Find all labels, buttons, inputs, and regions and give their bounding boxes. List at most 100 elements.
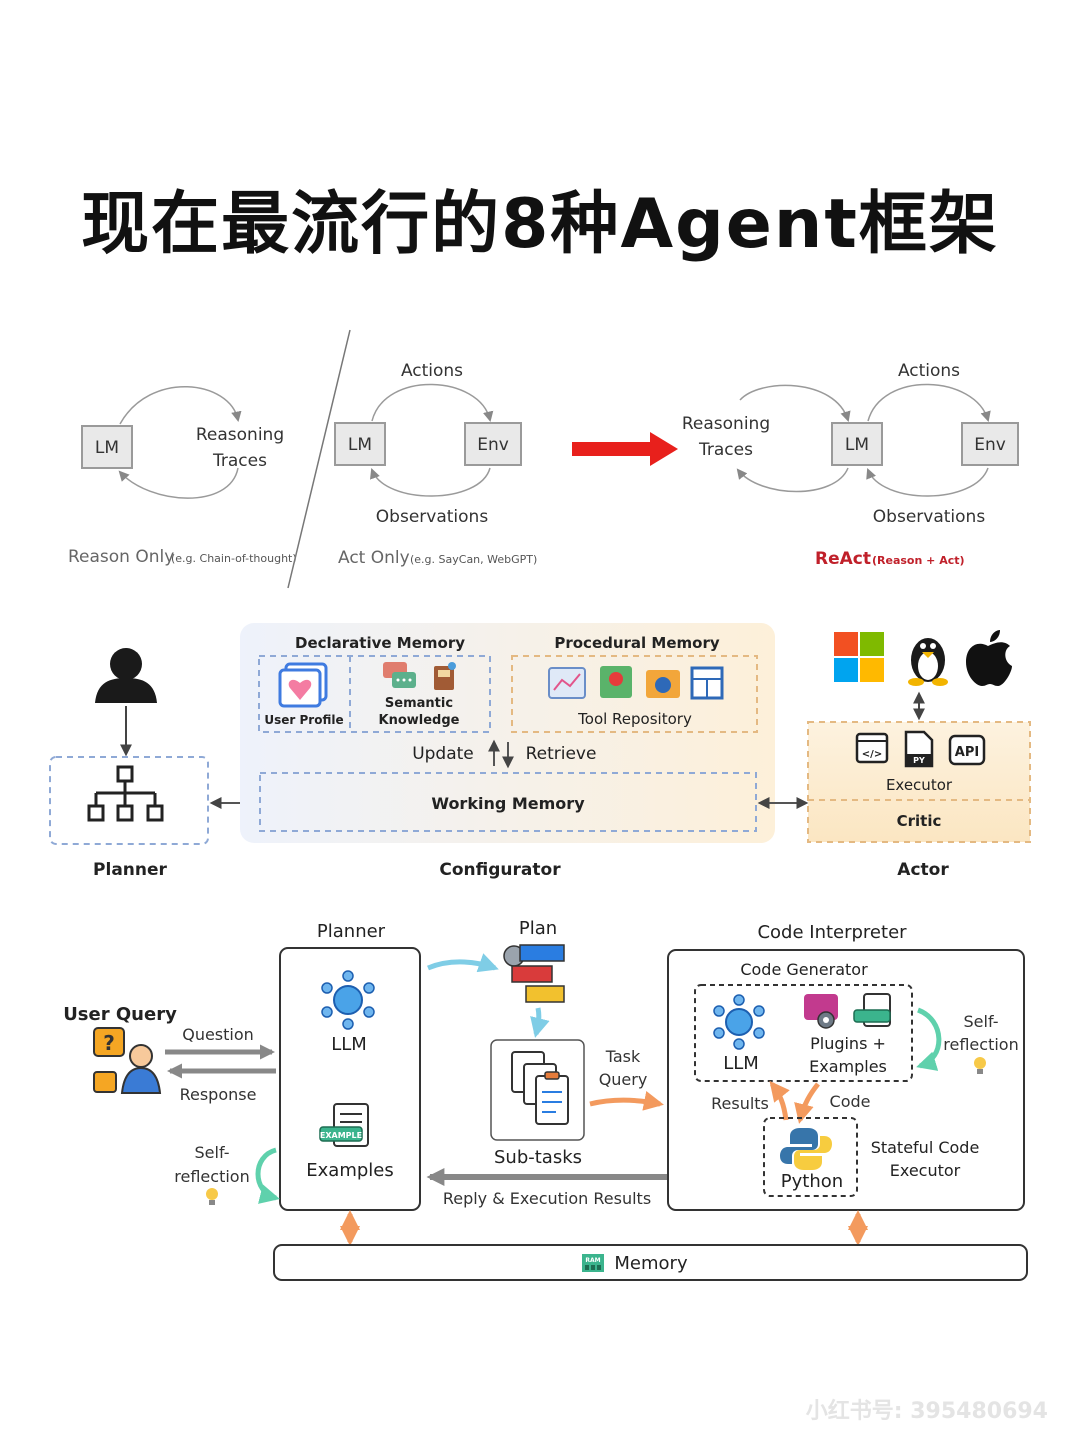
stateful-code-label: Stateful Code (871, 1138, 980, 1157)
examples-label: Examples (809, 1057, 887, 1076)
plugins-label: Plugins + (810, 1034, 886, 1053)
llm-label: LLM (723, 1053, 759, 1074)
act-only-diagram: Actions LM Env Observations Act Only (e.… (334, 361, 537, 568)
act-only-example: (e.g. SayCan, WebGPT) (410, 553, 537, 566)
llm-label: LLM (331, 1034, 367, 1055)
reflection-label: reflection (174, 1167, 249, 1186)
configurator-box (240, 623, 775, 843)
env-label: Env (974, 435, 1006, 455)
lm-label: LM (348, 435, 372, 455)
code-label: Code (830, 1092, 871, 1111)
lm-label: LM (845, 435, 869, 455)
code-generator-box (694, 984, 913, 1082)
tool-repository-label: Tool Repository (577, 710, 692, 728)
lm-box (831, 422, 883, 466)
heart-cards-icon (278, 662, 328, 708)
llm-network-icon (321, 970, 375, 1030)
py-badge: PY (913, 756, 925, 765)
svg-text:</>: </> (862, 749, 882, 760)
executor-label: Executor (886, 776, 953, 794)
critic-label: Critic (897, 812, 942, 830)
watermark: 小红书号: 395480694 (805, 1399, 1048, 1424)
response-label: Response (180, 1085, 257, 1104)
examples-label: Examples (306, 1160, 393, 1181)
working-memory-label: Working Memory (431, 794, 585, 813)
retrieve-label: Retrieve (526, 744, 597, 764)
code-window-icon: </> (855, 732, 889, 764)
ram-badge: RAM (585, 1257, 600, 1264)
ram-chip-icon: RAM (582, 1254, 604, 1272)
env-box (961, 422, 1019, 466)
python-file-icon: PY (904, 730, 934, 768)
plan-steps-icon (503, 944, 565, 1003)
results-label: Results (711, 1094, 769, 1113)
linux-icon (908, 638, 948, 686)
book-icon (434, 662, 456, 690)
example-doc-icon: EXAMPLE (319, 1103, 369, 1147)
task-label: Task (605, 1047, 641, 1066)
user-query-title: User Query (63, 1004, 177, 1025)
actions-label: Actions (401, 361, 463, 381)
planner-box (49, 756, 209, 845)
self-label: Self- (964, 1012, 999, 1031)
actions-label: Actions (898, 361, 960, 381)
declarative-memory-box (258, 655, 491, 733)
knowledge-label: Knowledge (379, 713, 460, 728)
plan-title: Plan (519, 918, 557, 939)
code-interpreter-diagram: User Query ? Question Response Planner L… (63, 918, 1028, 1281)
python-box (763, 1117, 858, 1197)
user-question-icon: ? (93, 1027, 162, 1094)
code-interpreter-title: Code Interpreter (757, 922, 907, 943)
hierarchy-icon (87, 765, 164, 822)
procedural-memory-box (511, 655, 758, 733)
lightbulb-icon (974, 1057, 986, 1074)
question-label: Question (182, 1025, 254, 1044)
api-label: API (955, 745, 979, 760)
env-box (464, 422, 522, 466)
page-title: 现在最流行的8种Agent框架 (81, 185, 999, 264)
subtasks-label: Sub-tasks (494, 1147, 582, 1168)
react-diagram: Actions Reasoning Traces LM Env Observat… (682, 361, 1019, 569)
divider (287, 329, 351, 589)
lm-label: LM (95, 438, 119, 458)
update-label: Update (412, 744, 474, 764)
react-caption: ReAct (815, 549, 871, 569)
python-label: Python (781, 1171, 843, 1192)
red-arrow-icon (572, 432, 678, 466)
reply-execution-label: Reply & Execution Results (443, 1189, 651, 1208)
lightbulb-icon (206, 1188, 218, 1205)
working-memory-box (259, 772, 757, 832)
reflection-label: reflection (943, 1035, 1018, 1054)
reasoning-label: Reasoning (196, 425, 284, 445)
observations-label: Observations (376, 507, 489, 527)
reason-only-caption: Reason Only (68, 547, 174, 567)
reason-only-example: (e.g. Chain-of-thought) (171, 552, 297, 565)
executor-label: Executor (890, 1161, 961, 1180)
reasoning-label: Reasoning (682, 414, 770, 434)
python-logo-icon (780, 1128, 832, 1170)
actor-title: Actor (897, 860, 949, 880)
procedural-memory-title: Procedural Memory (554, 634, 719, 652)
planner-title: Planner (93, 860, 167, 880)
memory-bar (273, 1244, 1028, 1281)
user-silhouette-icon (95, 648, 157, 703)
declarative-memory-title: Declarative Memory (295, 634, 465, 652)
llm-network-icon (713, 994, 765, 1050)
query-label: Query (599, 1070, 648, 1089)
lm-box (81, 425, 133, 469)
chat-bubbles-icon (383, 662, 416, 688)
react-caption-detail: (Reason + Act) (872, 554, 965, 567)
traces-label: Traces (212, 451, 267, 471)
tool-icons (548, 666, 724, 700)
puzzle-icon (804, 994, 838, 1029)
code-generator-title: Code Generator (740, 960, 868, 979)
lm-box (334, 422, 386, 466)
windows-icon (834, 632, 884, 682)
semantic-label: Semantic (385, 696, 453, 711)
traces-label: Traces (698, 440, 753, 460)
configurator-title: Configurator (439, 860, 561, 880)
example-doc-icon (853, 993, 891, 1027)
planner-title: Planner (317, 921, 386, 942)
clipboard-icon (511, 1051, 569, 1125)
